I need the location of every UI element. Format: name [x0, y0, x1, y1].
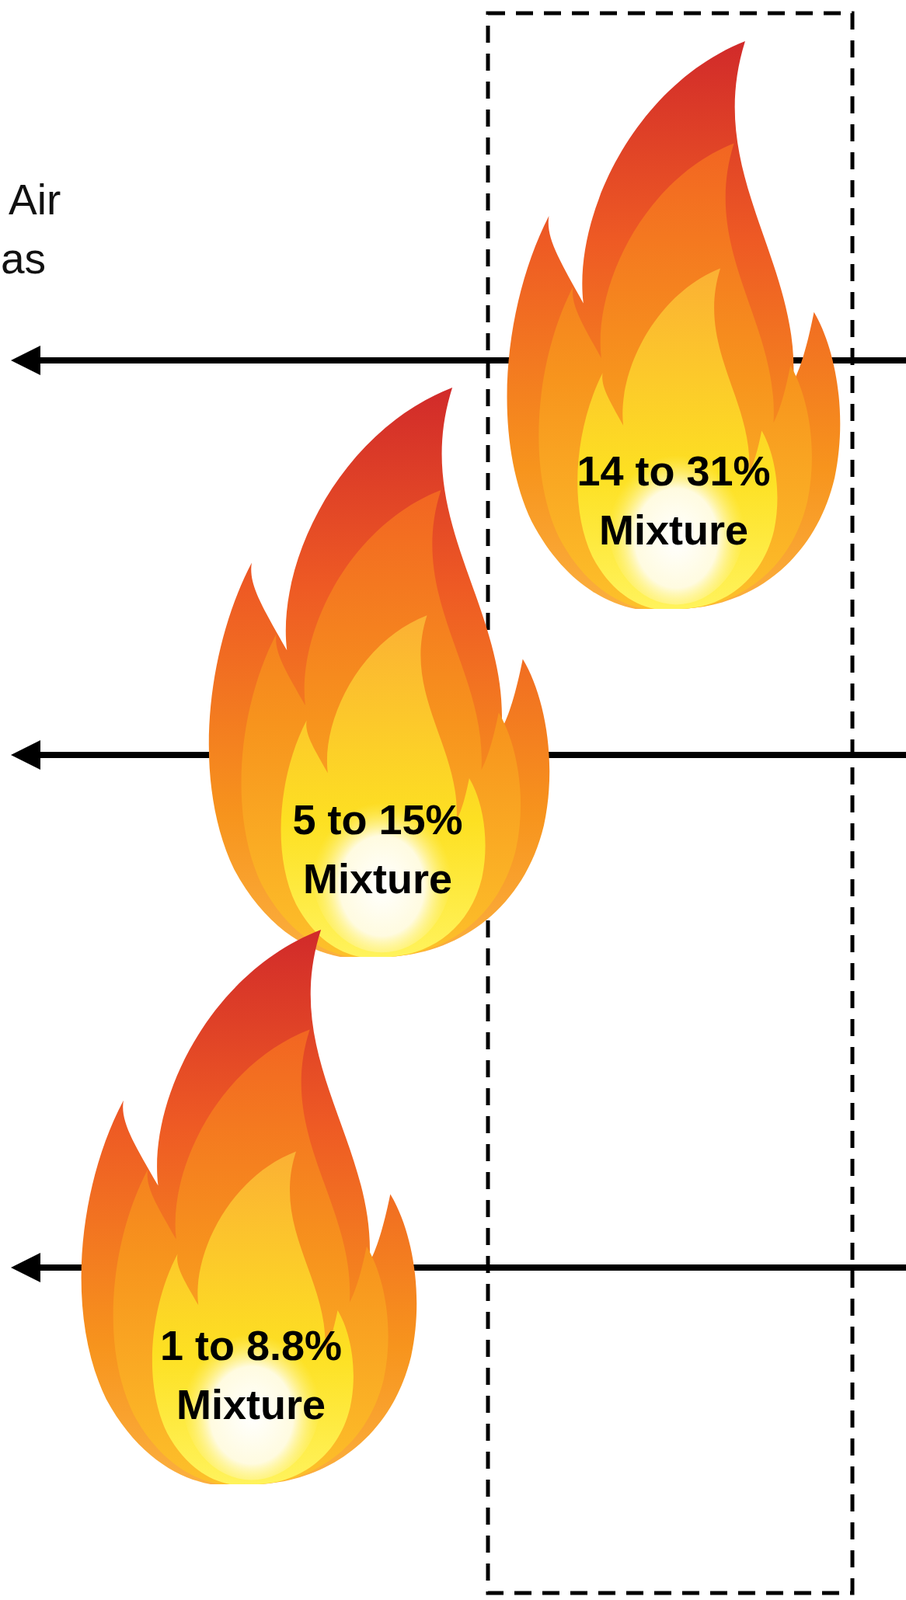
- flame-middle: [538, 143, 812, 610]
- mixture-label: 14 to 31% Mixture: [557, 442, 791, 560]
- side-label: as: [0, 237, 46, 281]
- arrow-head: [10, 345, 41, 376]
- arrow-head: [10, 1253, 41, 1283]
- flame-outer: [81, 930, 418, 1485]
- flame-inner: [152, 1152, 354, 1485]
- flame: 5 to 15% Mixture: [198, 387, 551, 958]
- side-label: Air: [8, 178, 61, 222]
- flame: 1 to 8.8% Mixture: [71, 930, 419, 1485]
- mixture-label: 5 to 15% Mixture: [261, 791, 495, 909]
- flame-inner: [577, 268, 778, 610]
- flame-outer: [507, 41, 841, 610]
- arrow-head: [10, 740, 41, 771]
- mixture-label: 1 to 8.8% Mixture: [134, 1317, 368, 1435]
- flame: 14 to 31% Mixture: [497, 41, 842, 610]
- flame-middle: [241, 490, 522, 958]
- flame-outer: [209, 387, 550, 958]
- flame-middle: [113, 1030, 389, 1485]
- flame-inner: [281, 615, 486, 958]
